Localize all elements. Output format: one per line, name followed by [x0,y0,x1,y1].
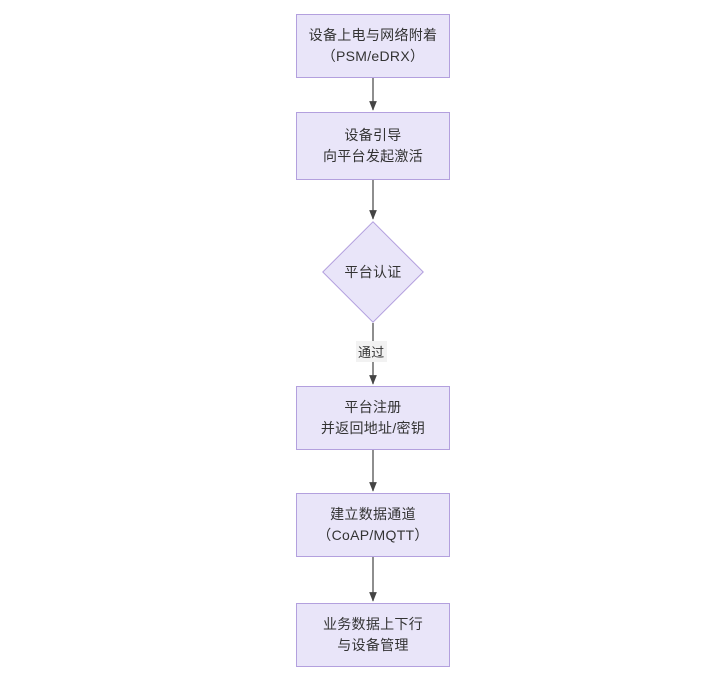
edge-label-pass: 通过 [356,341,387,362]
node-line: 并返回地址/密钥 [320,420,426,436]
node-line: 与设备管理 [337,637,409,653]
node-line: 设备上电与网络附着 [308,27,438,43]
node-line: 建立数据通道 [330,506,416,522]
node-line: （CoAP/MQTT） [317,527,429,543]
node-line: 设备引导 [344,127,402,143]
node-platform-registration[interactable]: 平台注册 并返回地址/密钥 [296,386,450,450]
node-establish-data-channel[interactable]: 建立数据通道 （CoAP/MQTT） [296,493,450,557]
node-line: （PSM/eDRX） [321,48,425,64]
node-device-power-on[interactable]: 设备上电与网络附着 （PSM/eDRX） [296,14,450,78]
node-line: 平台认证 [344,264,402,280]
node-line: 平台注册 [344,399,402,415]
node-line: 业务数据上下行 [322,616,424,632]
node-platform-authentication[interactable]: 平台认证 [322,221,424,323]
node-line: 向平台发起激活 [322,148,424,164]
node-business-data-and-device-management[interactable]: 业务数据上下行 与设备管理 [296,603,450,667]
node-device-bootstrap[interactable]: 设备引导 向平台发起激活 [296,112,450,180]
